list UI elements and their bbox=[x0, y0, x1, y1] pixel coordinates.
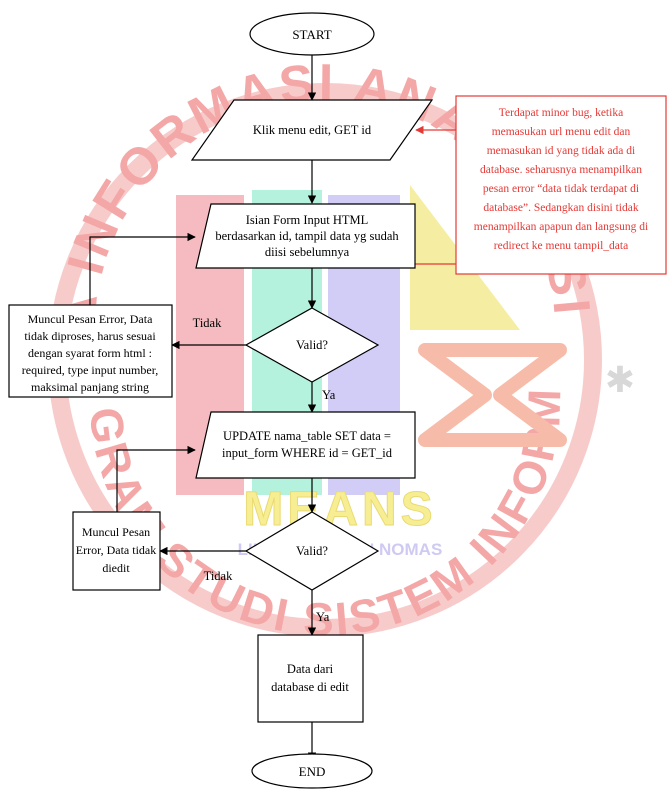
update-step: UPDATE nama_table SET data = input_form … bbox=[195, 411, 416, 479]
error-box-1: Muncul Pesan Error, Data tidak diproses,… bbox=[8, 304, 173, 398]
end-label: END bbox=[299, 764, 326, 779]
form-line-2: berdasarkan id, tampil data yg sudah bbox=[215, 229, 399, 243]
decision-1-label: Valid? bbox=[296, 338, 328, 352]
error2-line-3: diedit bbox=[102, 561, 130, 575]
watermark-star-icon: ✱ bbox=[605, 360, 635, 400]
get-id-label: Klik menu edit, GET id bbox=[253, 123, 372, 137]
yes-label-2: Ya bbox=[316, 610, 330, 624]
error1-line-2: tidak diproses, harus sesuai bbox=[24, 329, 156, 343]
no-label-2: Tidak bbox=[204, 569, 233, 583]
error2-line-1: Muncul Pesan bbox=[82, 525, 150, 539]
end-node: END bbox=[251, 753, 373, 789]
error1-line-1: Muncul Pesan Error, Data bbox=[28, 312, 153, 326]
no-label-1: Tidak bbox=[193, 316, 222, 330]
connectors bbox=[89, 55, 317, 761]
decision-valid-2: Valid? bbox=[244, 511, 380, 591]
decision-valid-1: Valid? bbox=[244, 307, 380, 383]
form-line-1: Isian Form Input HTML bbox=[246, 213, 369, 227]
arrow-error1-to-form bbox=[89, 232, 196, 305]
start-label: START bbox=[292, 27, 331, 42]
bug-note-line-4: database. seharusnya menampilkan bbox=[480, 164, 642, 176]
decision-2-label: Valid? bbox=[296, 544, 328, 558]
result-line-2: database di edit bbox=[271, 680, 349, 694]
error1-line-3: dengan syarat form html : bbox=[28, 346, 152, 360]
get-id-step: Klik menu edit, GET id bbox=[190, 99, 434, 161]
error2-line-2: Error, Data tidak bbox=[76, 543, 156, 557]
form-input-step: Isian Form Input HTML berdasarkan id, ta… bbox=[195, 203, 416, 269]
bug-note: Terdapat minor bug, ketika memasukan url… bbox=[455, 95, 667, 275]
bug-note-line-8: redirect ke menu tampil_data bbox=[494, 240, 628, 252]
update-line-2: input_form WHERE id = GET_id bbox=[222, 446, 393, 460]
bug-note-line-2: memasukan url menu edit dan bbox=[492, 126, 631, 138]
error1-line-5: maksimal panjang string bbox=[31, 380, 149, 394]
watermark-hourglass bbox=[418, 343, 567, 447]
bug-note-line-6: database”. Sedangkan disini tidak bbox=[483, 202, 638, 214]
bug-note-line-7: menampilkan apapun dan langsung di bbox=[474, 221, 648, 233]
bug-note-line-1: Terdapat minor bug, ketika bbox=[499, 107, 623, 119]
result-box: Data dari database di edit bbox=[257, 634, 364, 723]
error-box-2: Muncul Pesan Error, Data tidak diedit bbox=[72, 511, 161, 591]
bug-note-box bbox=[455, 95, 667, 275]
arrow-error2-to-update bbox=[116, 445, 196, 512]
error1-line-4: required, type input number, bbox=[22, 363, 158, 377]
yes-label-1: Ya bbox=[322, 388, 336, 402]
form-line-3: diisi sebelumnya bbox=[265, 245, 350, 259]
bug-note-line-3: memasukan id yang tidak ada di bbox=[487, 145, 636, 157]
result-line-1: Data dari bbox=[287, 662, 334, 676]
update-line-1: UPDATE nama_table SET data = bbox=[223, 429, 391, 443]
start-node: START bbox=[249, 12, 375, 56]
bug-note-line-5: pesan error “data tidak terdapat di bbox=[483, 183, 639, 195]
